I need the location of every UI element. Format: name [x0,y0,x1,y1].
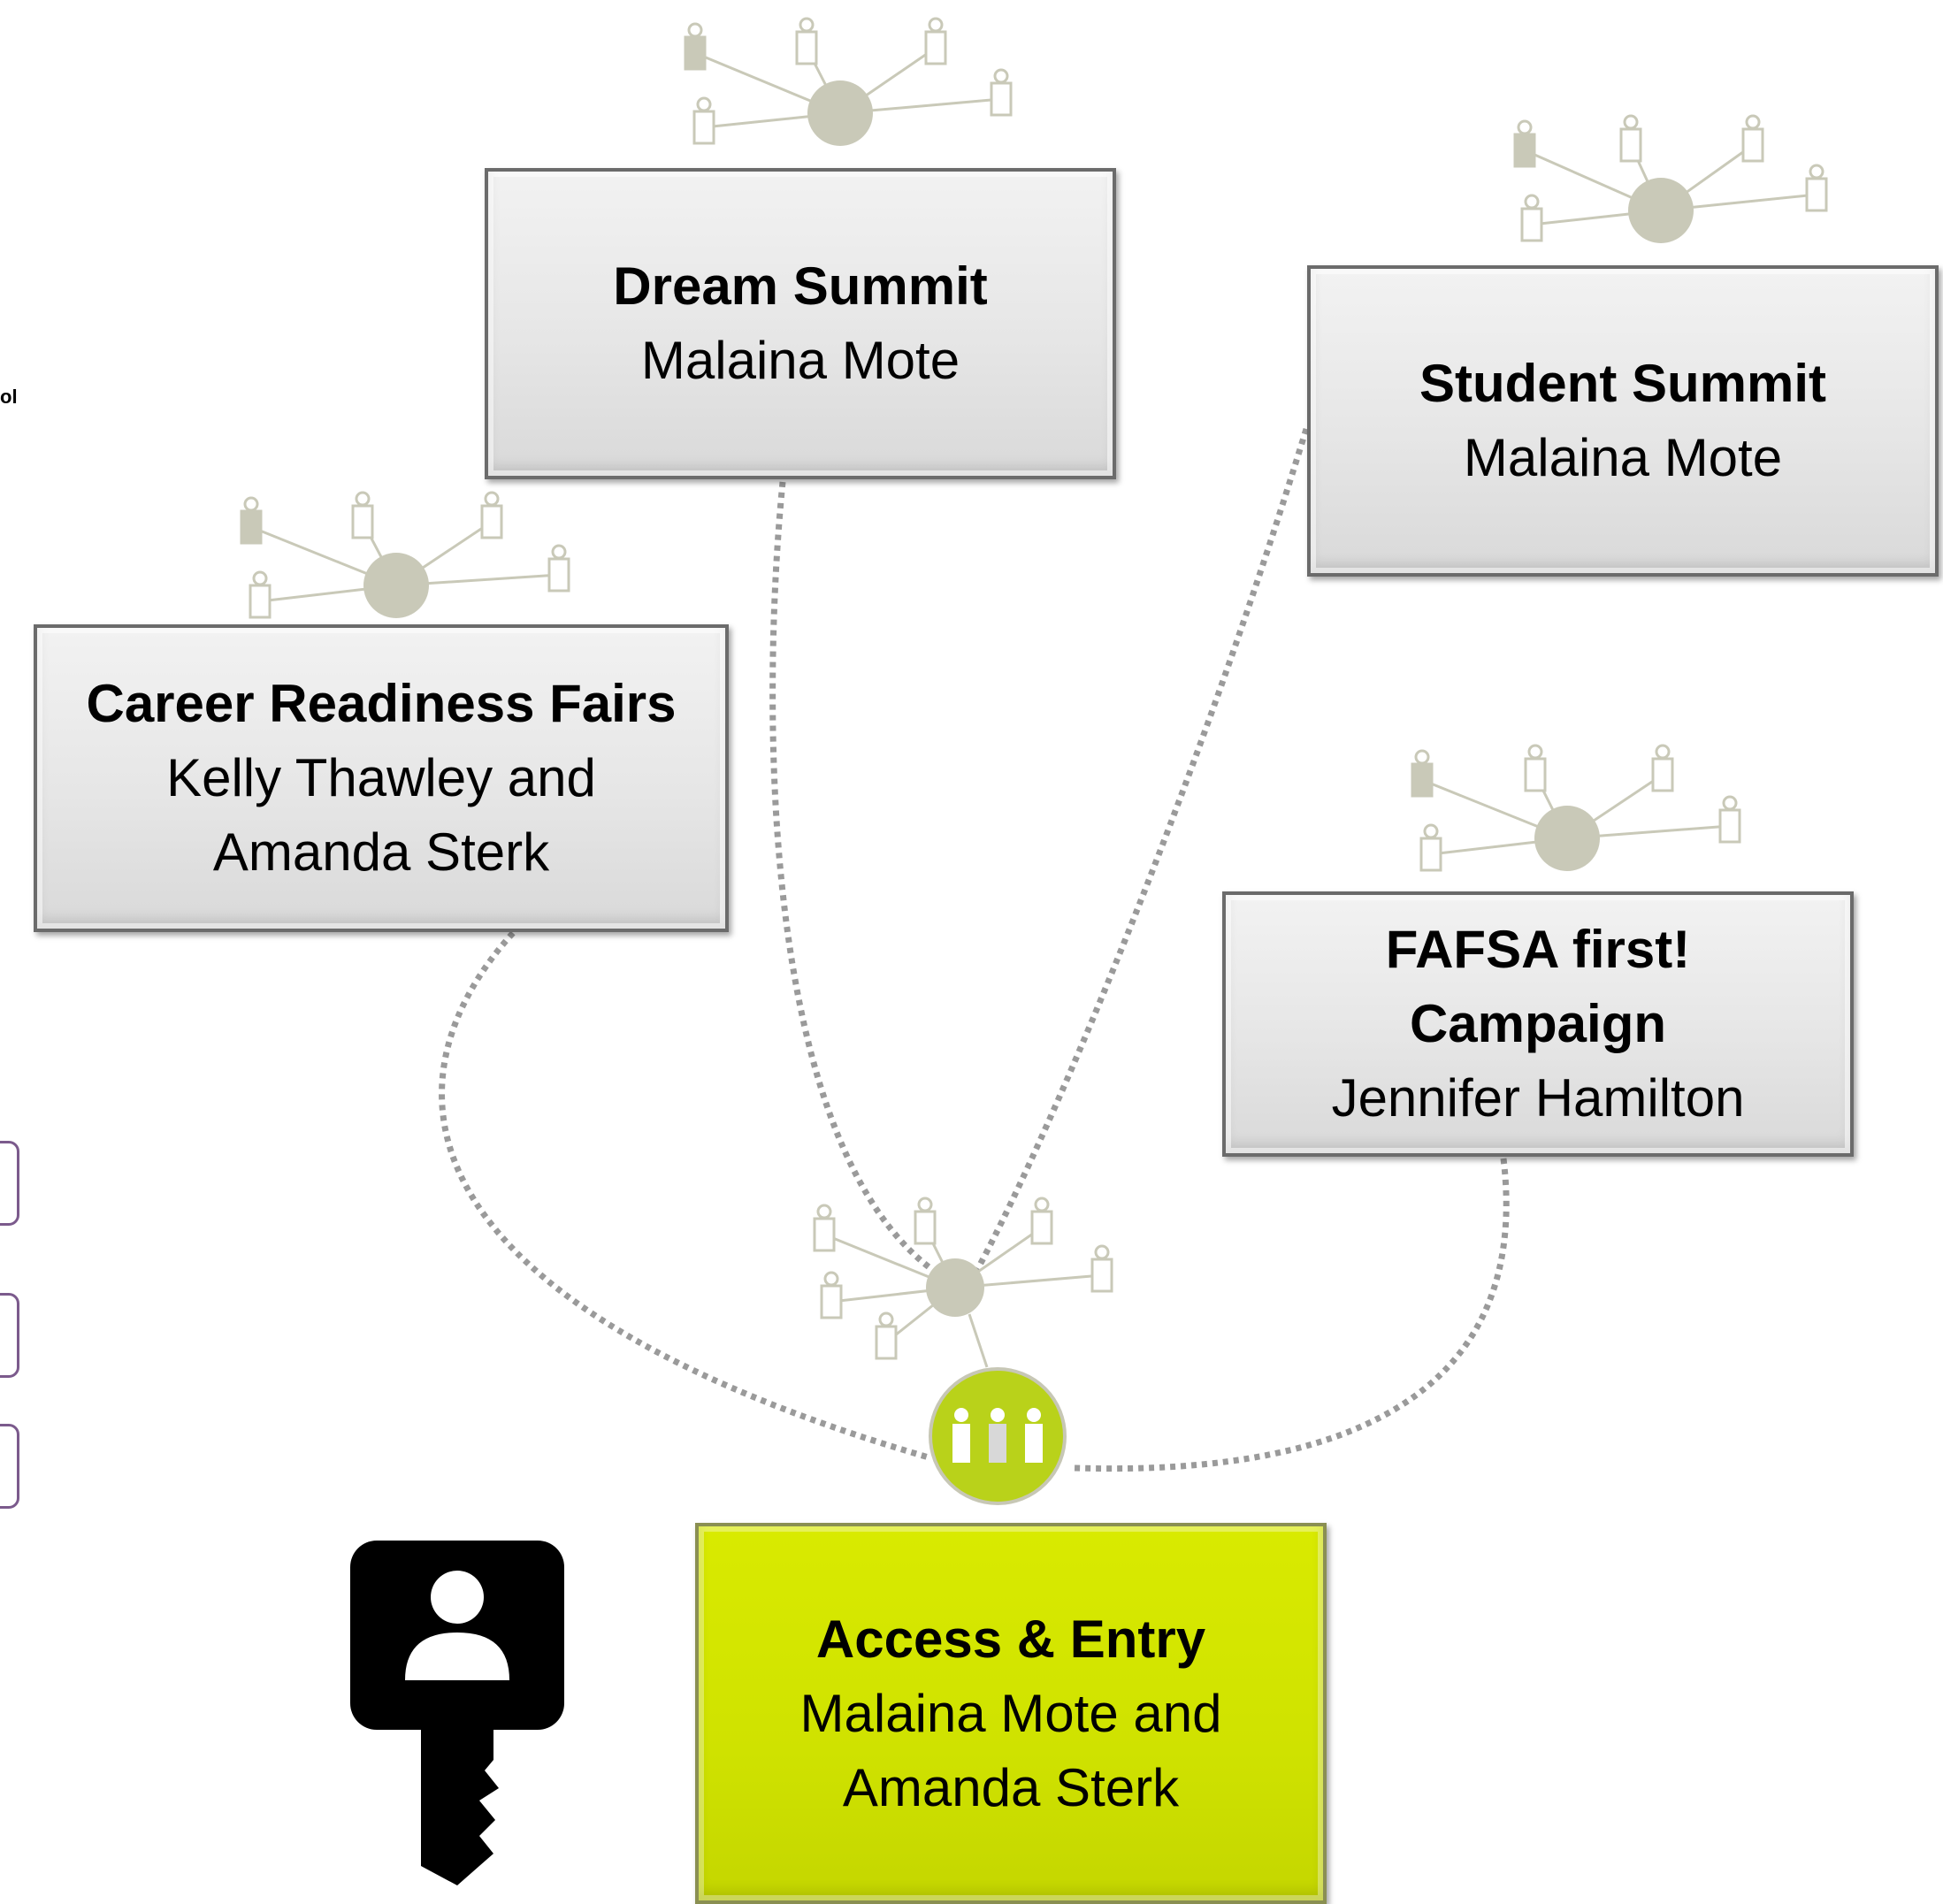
person-head [551,544,567,560]
connector-dream [769,481,940,1276]
person-body [1524,757,1547,792]
side-shape [0,1141,19,1226]
career-fairs-box[interactable]: Career Readiness Fairs Kelly Thawley and… [34,624,729,932]
box-owner: Malaina Mote [640,331,960,390]
person-head [1722,795,1738,811]
person-body [924,30,947,65]
person-body [240,509,263,545]
box-owner: Jennifer Hamilton [1331,1068,1745,1128]
person-body [1520,207,1543,242]
person-head [1623,114,1639,130]
person-head [993,68,1009,84]
person-body [1741,127,1764,163]
person-head [252,570,268,586]
person-head [1034,1197,1050,1212]
person-head [1745,114,1761,130]
person-body [990,81,1013,117]
network-hub [1628,178,1694,243]
student-summit-box[interactable]: Student Summit Malaina Mote [1307,265,1939,577]
box-title: Student Summit [1419,354,1826,413]
dream-summit-box[interactable]: Dream Summit Malaina Mote [485,168,1116,479]
connector-fafsa [1074,1158,1510,1472]
connector-student [969,427,1310,1280]
person-body [1619,127,1642,163]
person-body [1805,177,1828,212]
person-head [1423,823,1439,839]
person-head [1655,744,1671,760]
person-head [1524,194,1540,210]
person-body [914,1210,937,1245]
person-body [1411,762,1434,798]
network-hub [363,553,429,618]
person-head [1809,164,1824,180]
person-head [878,1311,894,1327]
box-title: Access & Entry [815,1609,1206,1669]
person-head [1094,1244,1110,1260]
network-link [968,1313,989,1368]
person-head [355,491,371,507]
person-head [1414,749,1430,765]
person-head [799,17,815,33]
person-body [813,1217,836,1252]
fafsa-box[interactable]: FAFSA first! Campaign Jennifer Hamilton [1222,891,1854,1157]
person-body [351,504,374,539]
person-head [917,1197,933,1212]
network-hub [807,80,873,146]
network-hub [926,1258,984,1317]
group-icon [929,1367,1067,1505]
person-head [484,491,500,507]
person-body [1651,757,1674,792]
person-head [1527,744,1543,760]
person-body [249,584,272,619]
person-head [696,96,712,112]
person-head [823,1271,839,1287]
person-head [687,22,703,38]
box-title: Campaign [1409,994,1667,1053]
box-title: Career Readiness Fairs [86,674,677,733]
person-body [1718,808,1741,844]
person-body [1030,1210,1053,1245]
key-icon [350,1541,564,1885]
person-body [820,1284,843,1319]
box-owner: Amanda Sterk [212,822,550,882]
box-title: Dream Summit [613,256,988,316]
person-body [1419,837,1442,872]
box-owner: Kelly Thawley and [166,748,596,807]
person-body [875,1325,898,1360]
access-entry-box[interactable]: Access & Entry Malaina Mote and Amanda S… [695,1523,1327,1904]
box-owner: Malaina Mote and [799,1683,1222,1743]
person-body [1090,1258,1113,1293]
person-body [684,35,707,71]
person-head [816,1204,832,1220]
side-shape [0,1424,19,1509]
person-body [795,30,818,65]
connector-career [439,930,929,1461]
person-body [1513,133,1536,168]
box-owner: Malaina Mote [1463,428,1783,487]
side-shape [0,1293,19,1378]
person-body [692,110,715,145]
person-body [480,504,503,539]
box-title: FAFSA first! [1385,920,1691,979]
person-head [1517,119,1533,135]
person-head [243,496,259,512]
person-head [928,17,944,33]
side-text-fragment: ol [0,386,18,408]
network-hub [1534,806,1600,871]
box-owner: Amanda Sterk [842,1757,1180,1817]
person-body [547,557,570,593]
